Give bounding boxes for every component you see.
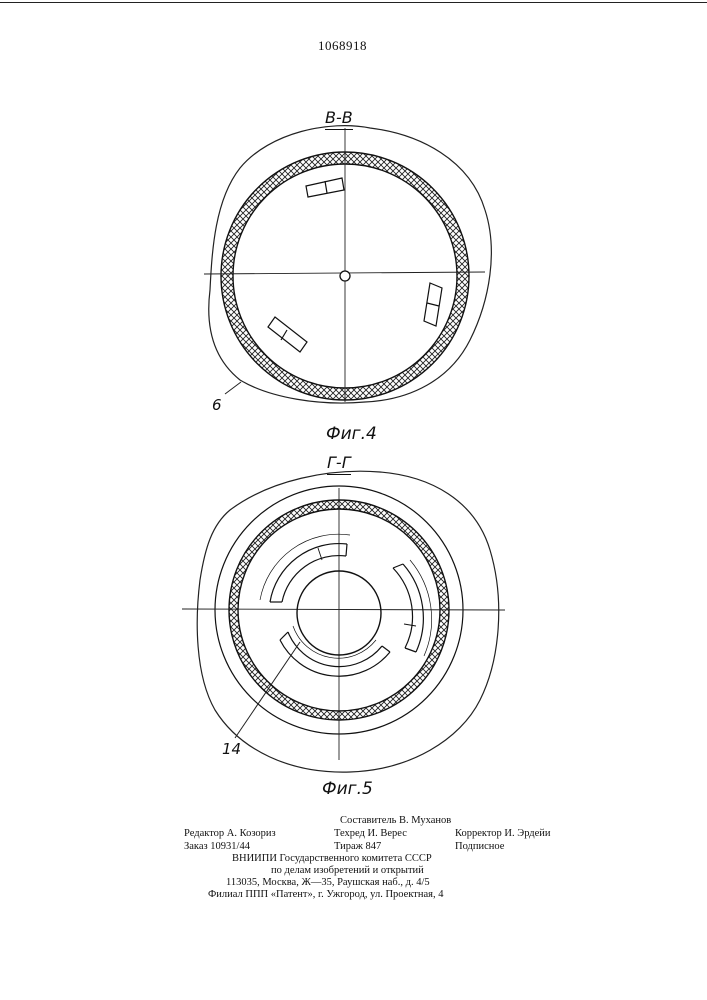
- fig5-arc-slot-bottom: [280, 626, 390, 676]
- fig5-reference-14: 14: [222, 740, 241, 758]
- figure-5-caption: Фиг.5: [322, 779, 373, 799]
- imprint-branch: Филиал ППП «Патент», г. Ужгород, ул. Про…: [208, 889, 443, 901]
- imprint-techred: Техред И. Верес: [334, 828, 407, 840]
- imprint-circulation: Тираж 847: [334, 841, 381, 853]
- imprint-order: Заказ 10931/44: [184, 841, 250, 853]
- imprint-composer: Составитель В. Муханов: [340, 815, 451, 827]
- imprint-subscription: Подписное: [455, 841, 504, 853]
- fig5-arc-slot-upper-left: [260, 534, 350, 602]
- imprint-corrector: Корректор И. Эрдейи: [455, 828, 551, 840]
- fig5-arc-slot-right: [393, 560, 432, 656]
- imprint-org-line1: ВНИИПИ Государственного комитета СССР: [232, 853, 432, 865]
- imprint-editor: Редактор А. Козориз: [184, 828, 276, 840]
- imprint-org-line2: по делам изобретений и открытий: [271, 865, 424, 877]
- imprint-address: 113035, Москва, Ж—35, Раушская наб., д. …: [226, 877, 430, 889]
